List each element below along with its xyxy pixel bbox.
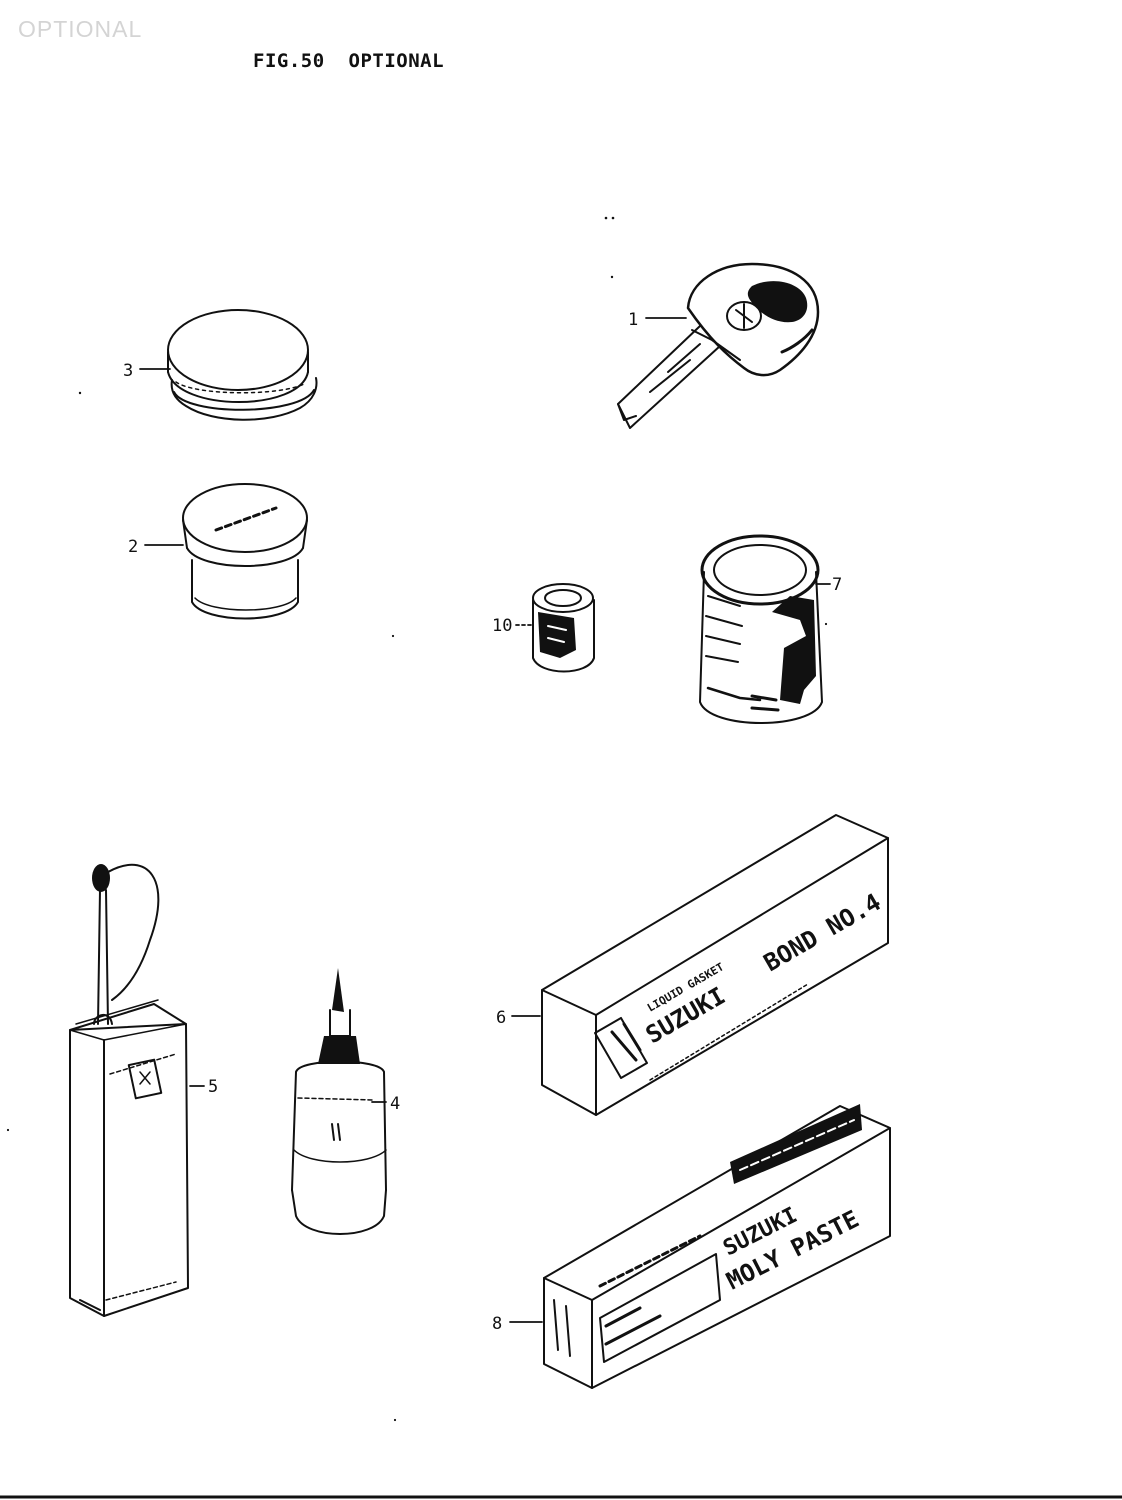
callout-2: 2: [128, 537, 138, 557]
bond-box-illustration: LIQUID GASKET SUZUKI BOND NO.4: [511, 814, 889, 1116]
bond-box-product: BOND NO.4: [759, 888, 886, 977]
watermark-text: OPTIONAL: [18, 16, 143, 42]
figure-number: FIG.50: [253, 50, 325, 72]
callout-4: 4: [390, 1094, 400, 1114]
callout-5: 5: [208, 1077, 218, 1097]
paint-can-illustration: [699, 534, 831, 724]
callout-7: 7: [832, 575, 842, 595]
callout-1: 1: [628, 310, 638, 330]
figure-caption: OPTIONAL: [348, 50, 445, 72]
tall-can-illustration: [69, 863, 205, 1317]
callout-8: 8: [492, 1314, 502, 1334]
small-jar-illustration: [144, 483, 308, 620]
oil-bottle-illustration: [291, 968, 387, 1235]
callout-6: 6: [496, 1008, 506, 1028]
callout-10: 10: [492, 616, 512, 636]
figure-title: FIG.50 OPTIONAL: [253, 50, 444, 72]
callout-3: 3: [123, 361, 133, 381]
flat-tin-illustration: [139, 309, 318, 421]
key-illustration: [617, 262, 820, 429]
scan-specks: [6, 216, 828, 1422]
small-can-illustration: [515, 583, 595, 673]
paste-box-illustration: SUZUKI MOLY PASTE: [509, 1104, 891, 1389]
